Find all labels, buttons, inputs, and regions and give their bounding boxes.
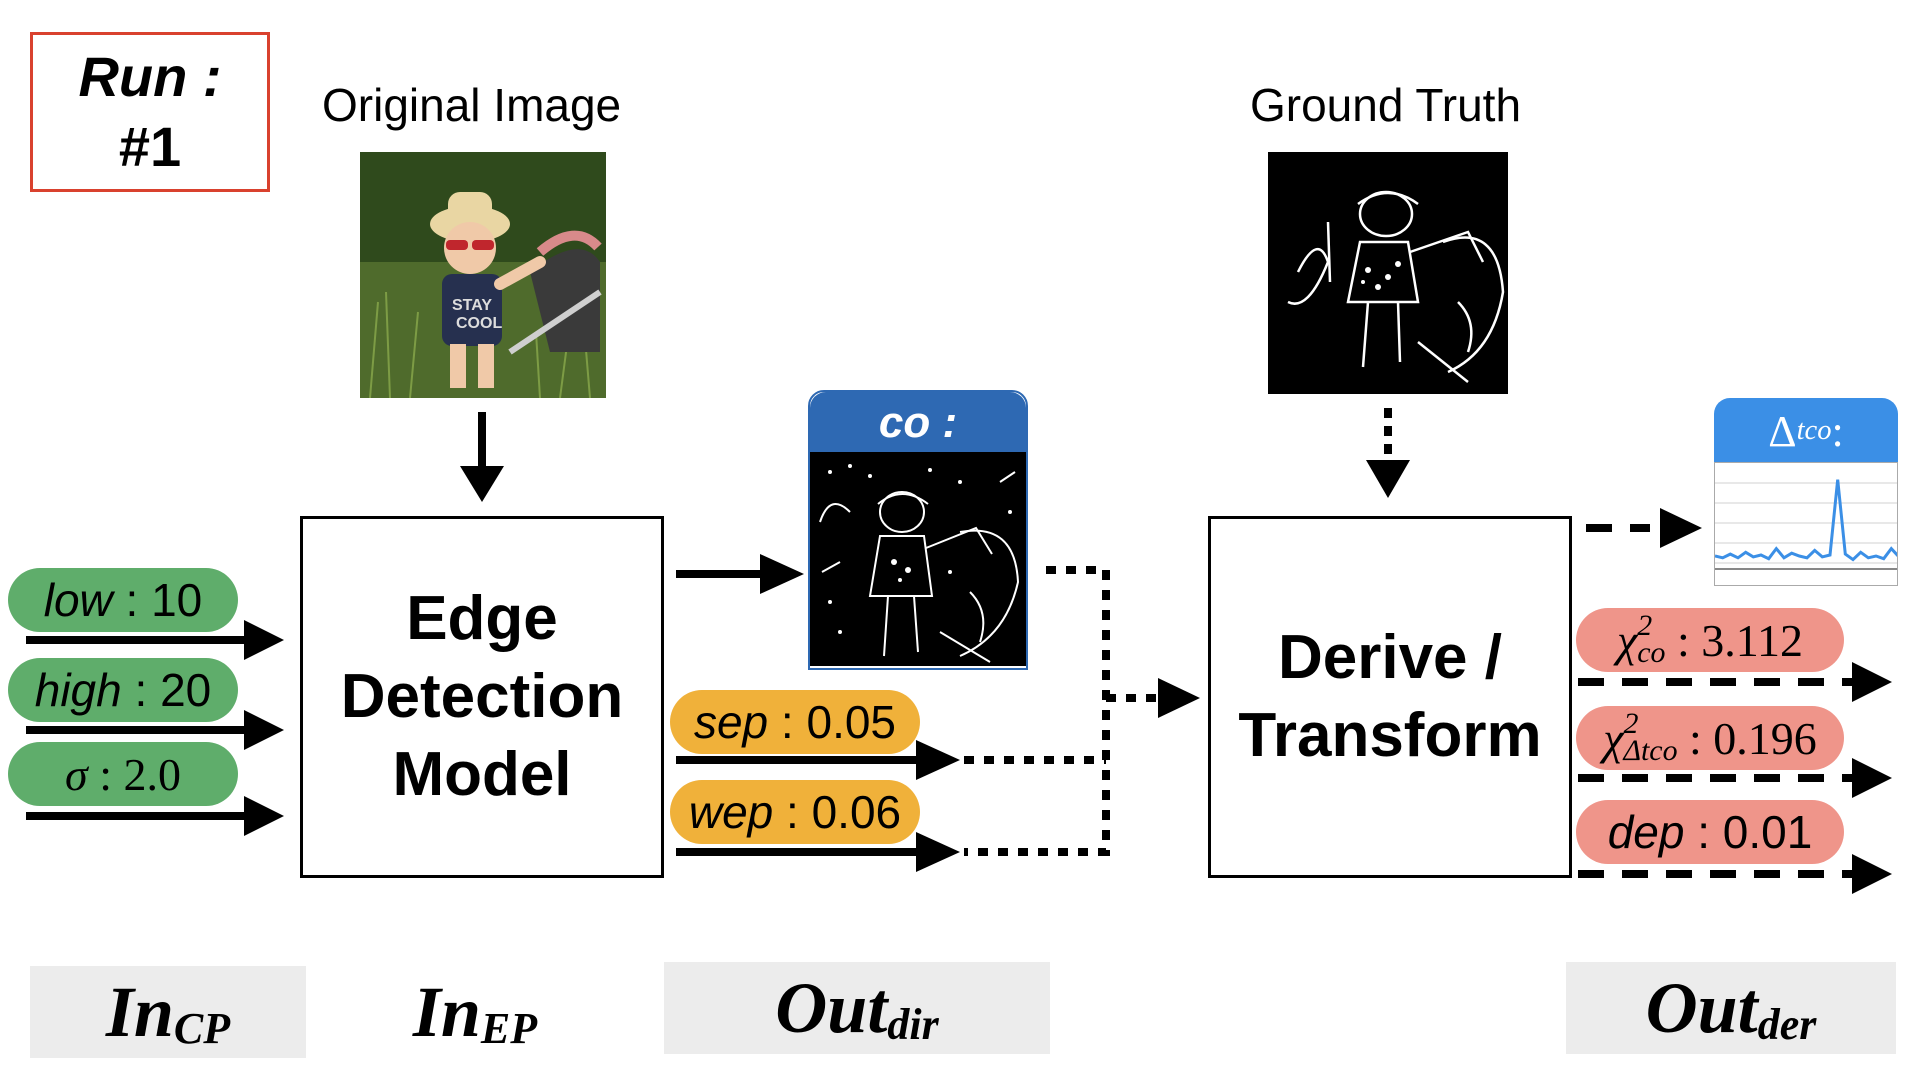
svg-text:STAY: STAY — [452, 297, 492, 314]
output-wep-pill: wep : 0.06 — [670, 780, 920, 844]
label-in-cp-main: In — [105, 971, 174, 1052]
co-edge-image — [810, 452, 1026, 666]
input-sigma-pill: σ : 2.0 — [8, 742, 238, 806]
edge-detection-model: Edge Detection Model — [300, 516, 664, 878]
label-out-dir-sub: dir — [887, 999, 939, 1049]
output-dep-value: 0.01 — [1722, 806, 1813, 858]
input-sigma-value: 2.0 — [123, 748, 181, 800]
output-sep-var: sep — [693, 696, 769, 748]
output-dep-pill: dep : 0.01 — [1576, 800, 1844, 864]
chi-dtco-sup: 2 — [1623, 707, 1639, 741]
edge-model-line-2: Detection — [340, 662, 624, 731]
edge-model-line-3: Model — [392, 740, 572, 809]
run-indicator: Run : #1 — [30, 32, 270, 192]
label-out-der-sub: der — [1757, 999, 1817, 1049]
derive-model-line-2: Transform — [1238, 701, 1542, 770]
chi-dtco-symbol: χ — [1603, 712, 1624, 764]
ground-truth-heading: Ground Truth — [1250, 79, 1522, 131]
chi-co-sub: co — [1637, 636, 1666, 669]
label-out-dir-main: Out — [775, 967, 888, 1048]
input-low-value: 10 — [151, 574, 203, 626]
output-dep-var: dep — [1607, 806, 1685, 858]
svg-text:COOL: COOL — [456, 315, 502, 332]
label-out-der-main: Out — [1645, 967, 1758, 1048]
run-number: #1 — [118, 115, 182, 178]
output-wep-value: 0.06 — [811, 786, 902, 838]
input-sigma-var: σ — [65, 748, 88, 800]
chi-co-sup: 2 — [1637, 609, 1653, 643]
chi-co-value: 3.112 — [1701, 614, 1804, 666]
ground-truth-image — [1268, 152, 1508, 394]
output-sep-pill: sep : 0.05 — [670, 690, 920, 754]
derive-transform-model: Derive / Transform — [1208, 516, 1572, 878]
label-in-ep-sub: EP — [480, 1003, 538, 1053]
chi-dtco-value: 0.196 — [1713, 712, 1817, 764]
derive-model-line-1: Derive / — [1277, 623, 1502, 692]
chi-co-symbol: χ — [1616, 614, 1638, 666]
edge-model-line-1: Edge — [406, 584, 558, 653]
output-wep-var: wep — [688, 786, 774, 838]
output-sep-value: 0.05 — [806, 696, 897, 748]
chi-dtco-sub: Δtco — [1623, 734, 1678, 767]
input-low-var: low — [43, 574, 113, 626]
label-in-ep-main: In — [412, 971, 481, 1052]
dtco-symbol: Δ — [1768, 406, 1797, 456]
run-label: Run : — [78, 45, 222, 108]
input-high-var: high — [34, 664, 122, 716]
dtco-chart — [1714, 462, 1898, 586]
input-high-value: 20 — [160, 664, 212, 716]
dtco-suffix: : — [1831, 406, 1844, 456]
dtco-series-line — [1715, 479, 1897, 562]
input-high-pill: high : 20 — [8, 658, 238, 722]
co-header: co : — [810, 392, 1026, 454]
original-image: STAY COOL — [360, 152, 606, 398]
label-in-cp-sub: CP — [173, 1003, 231, 1053]
dtco-sparkline — [1715, 479, 1897, 570]
input-low-pill: low : 10 — [8, 568, 238, 632]
dtco-subscript: tco — [1796, 415, 1832, 446]
original-image-heading: Original Image — [322, 79, 622, 131]
